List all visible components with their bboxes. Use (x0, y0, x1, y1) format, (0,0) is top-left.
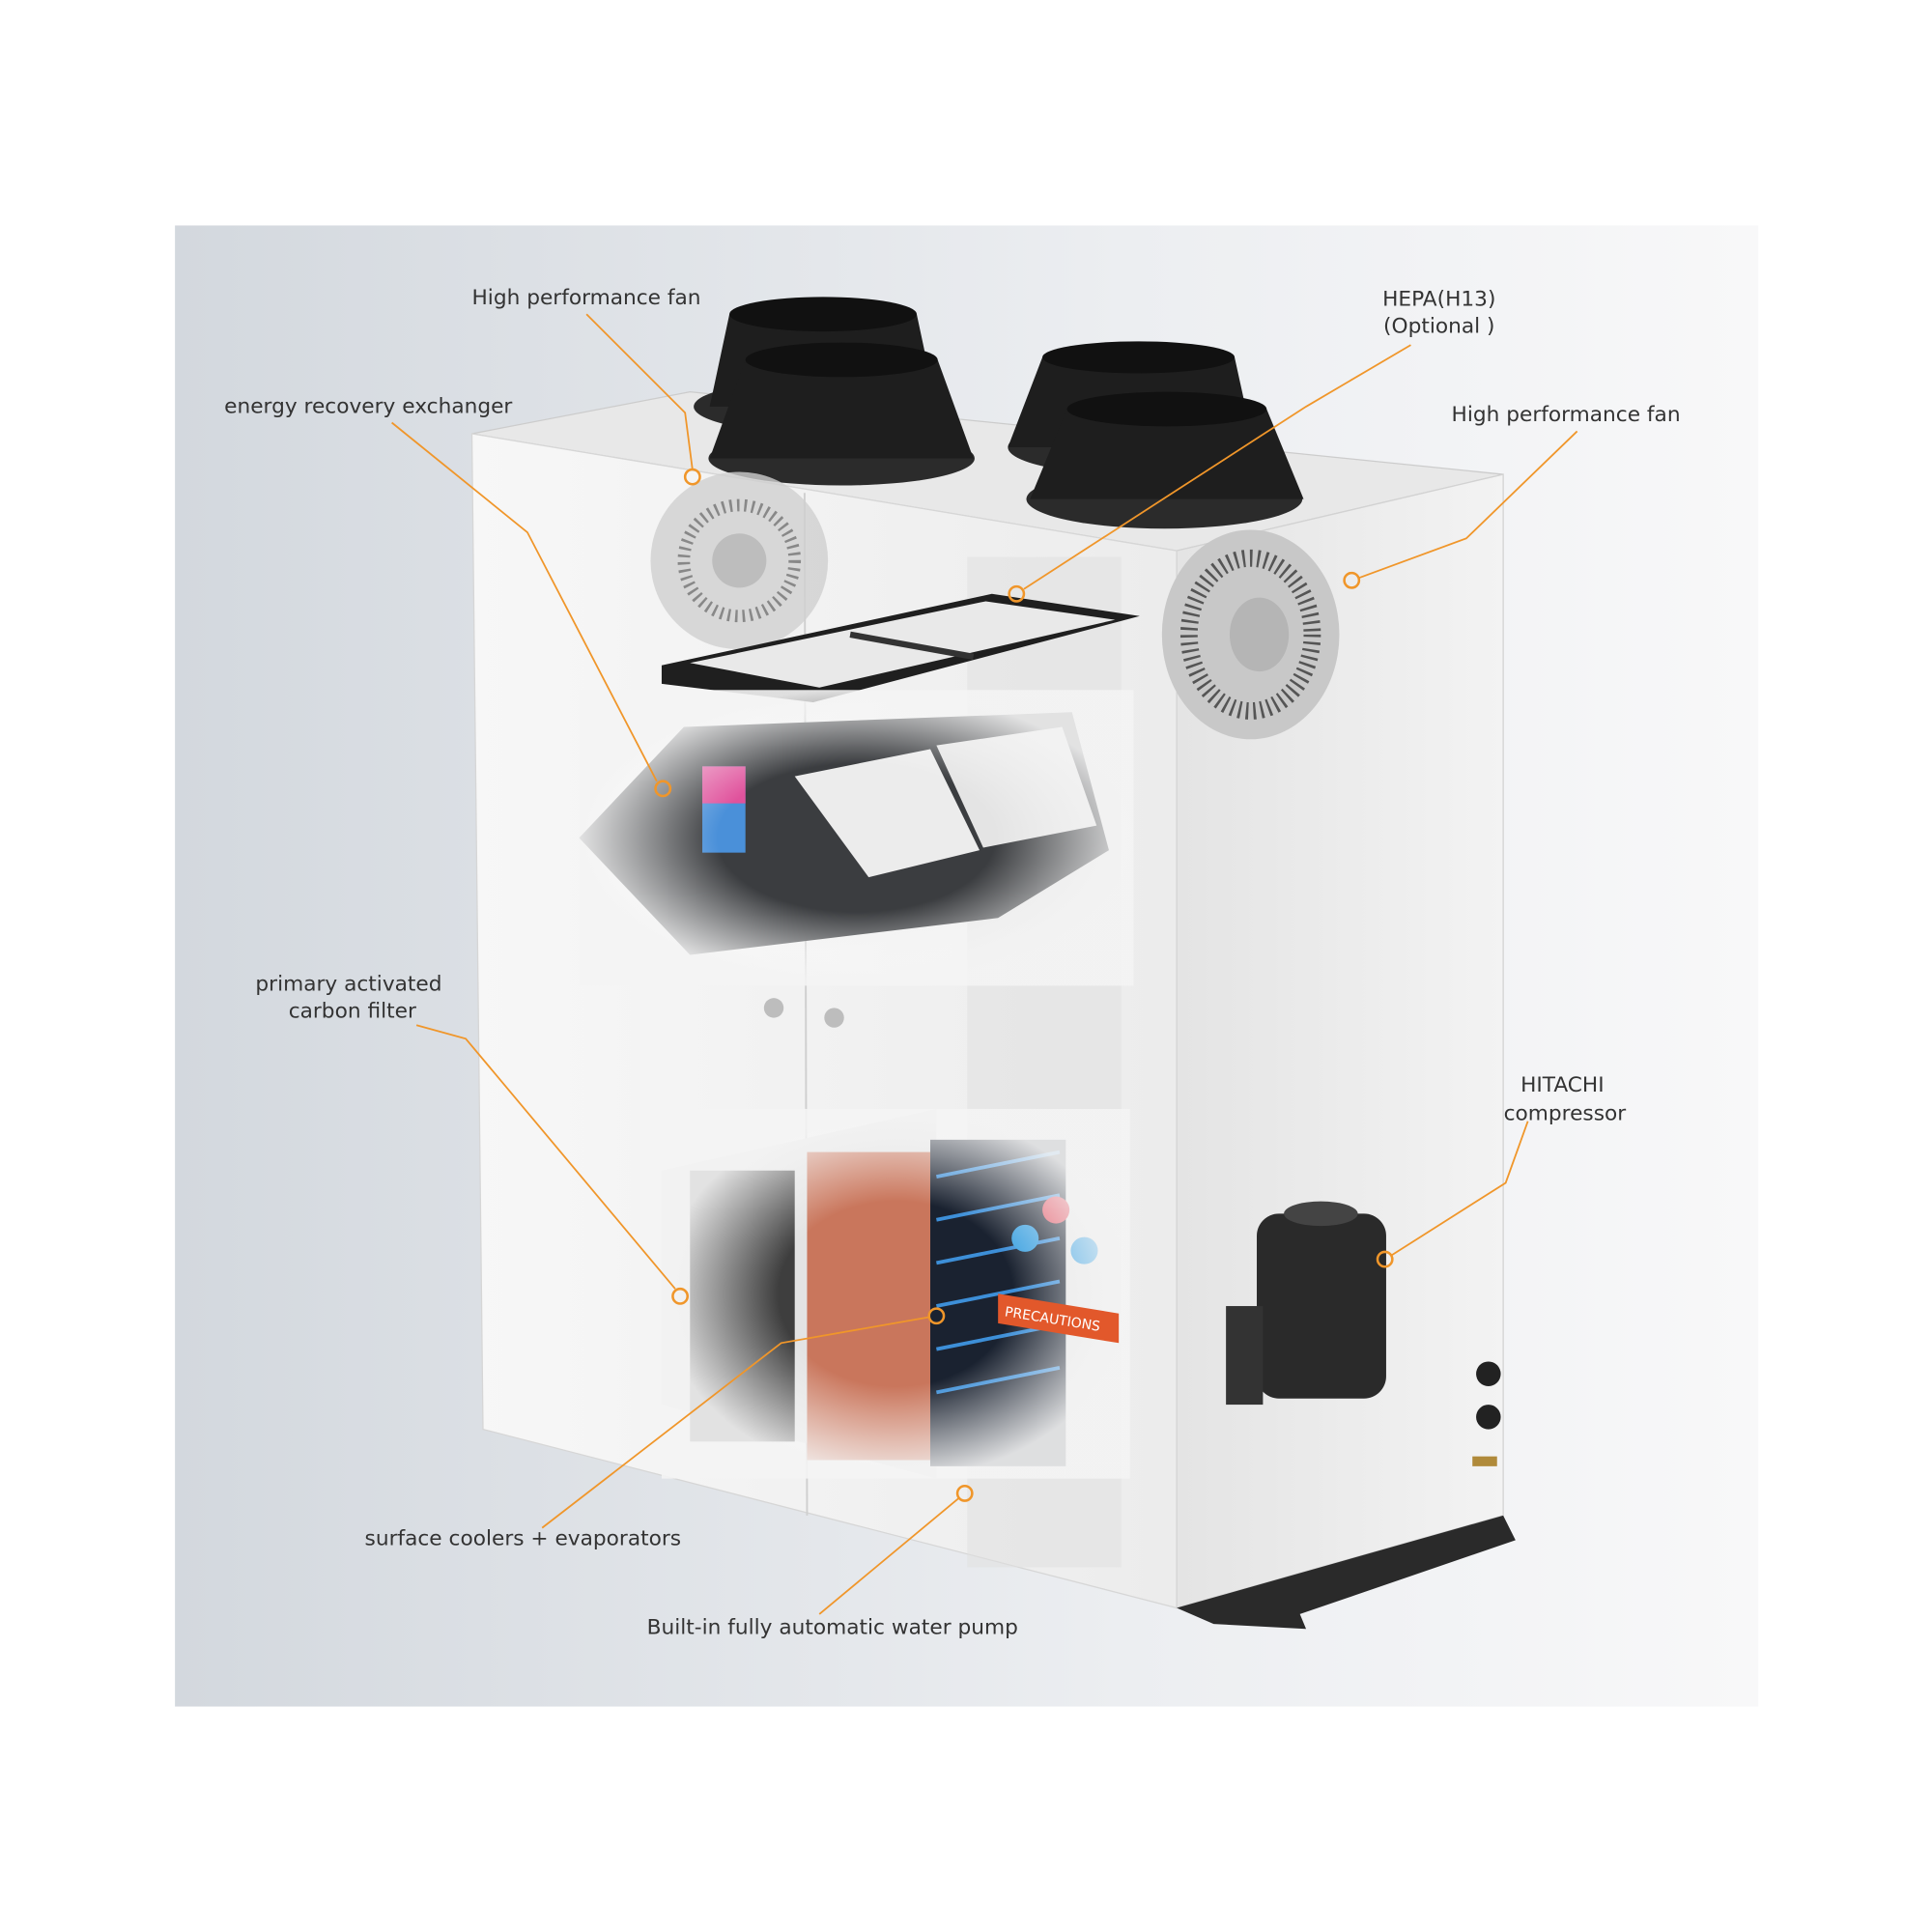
fan-left-graphic (650, 471, 829, 650)
label-coolers: surface coolers + evaporators (365, 1526, 682, 1550)
fan-right-graphic (1161, 529, 1340, 740)
hepa-filter-graphic (661, 593, 1140, 703)
compressor-graphic (1226, 1201, 1501, 1466)
energy-exchanger-graphic (579, 690, 1134, 986)
label-carbon-line2: carbon filter (289, 1000, 416, 1024)
label-carbon-line1: primary activated (255, 973, 441, 997)
label-hepa-line2: (Optional ) (1383, 314, 1494, 338)
label-water-pump: Built-in fully automatic water pump (647, 1615, 1018, 1639)
warning-strip: PRECAUTIONS (998, 1293, 1120, 1344)
label-compressor-line1: HITACHI (1520, 1073, 1605, 1097)
leader-lines (391, 313, 1578, 1615)
air-ducts (694, 297, 1304, 529)
label-compressor-line2: compressor (1504, 1101, 1627, 1125)
label-fan-left: High performance fan (472, 286, 701, 310)
label-fan-right: High performance fan (1452, 403, 1681, 427)
label-hepa-line1: HEPA(H13) (1382, 287, 1495, 311)
lower-compartment-graphic (661, 1108, 1130, 1479)
label-energy-exchanger: energy recovery exchanger (224, 394, 512, 418)
